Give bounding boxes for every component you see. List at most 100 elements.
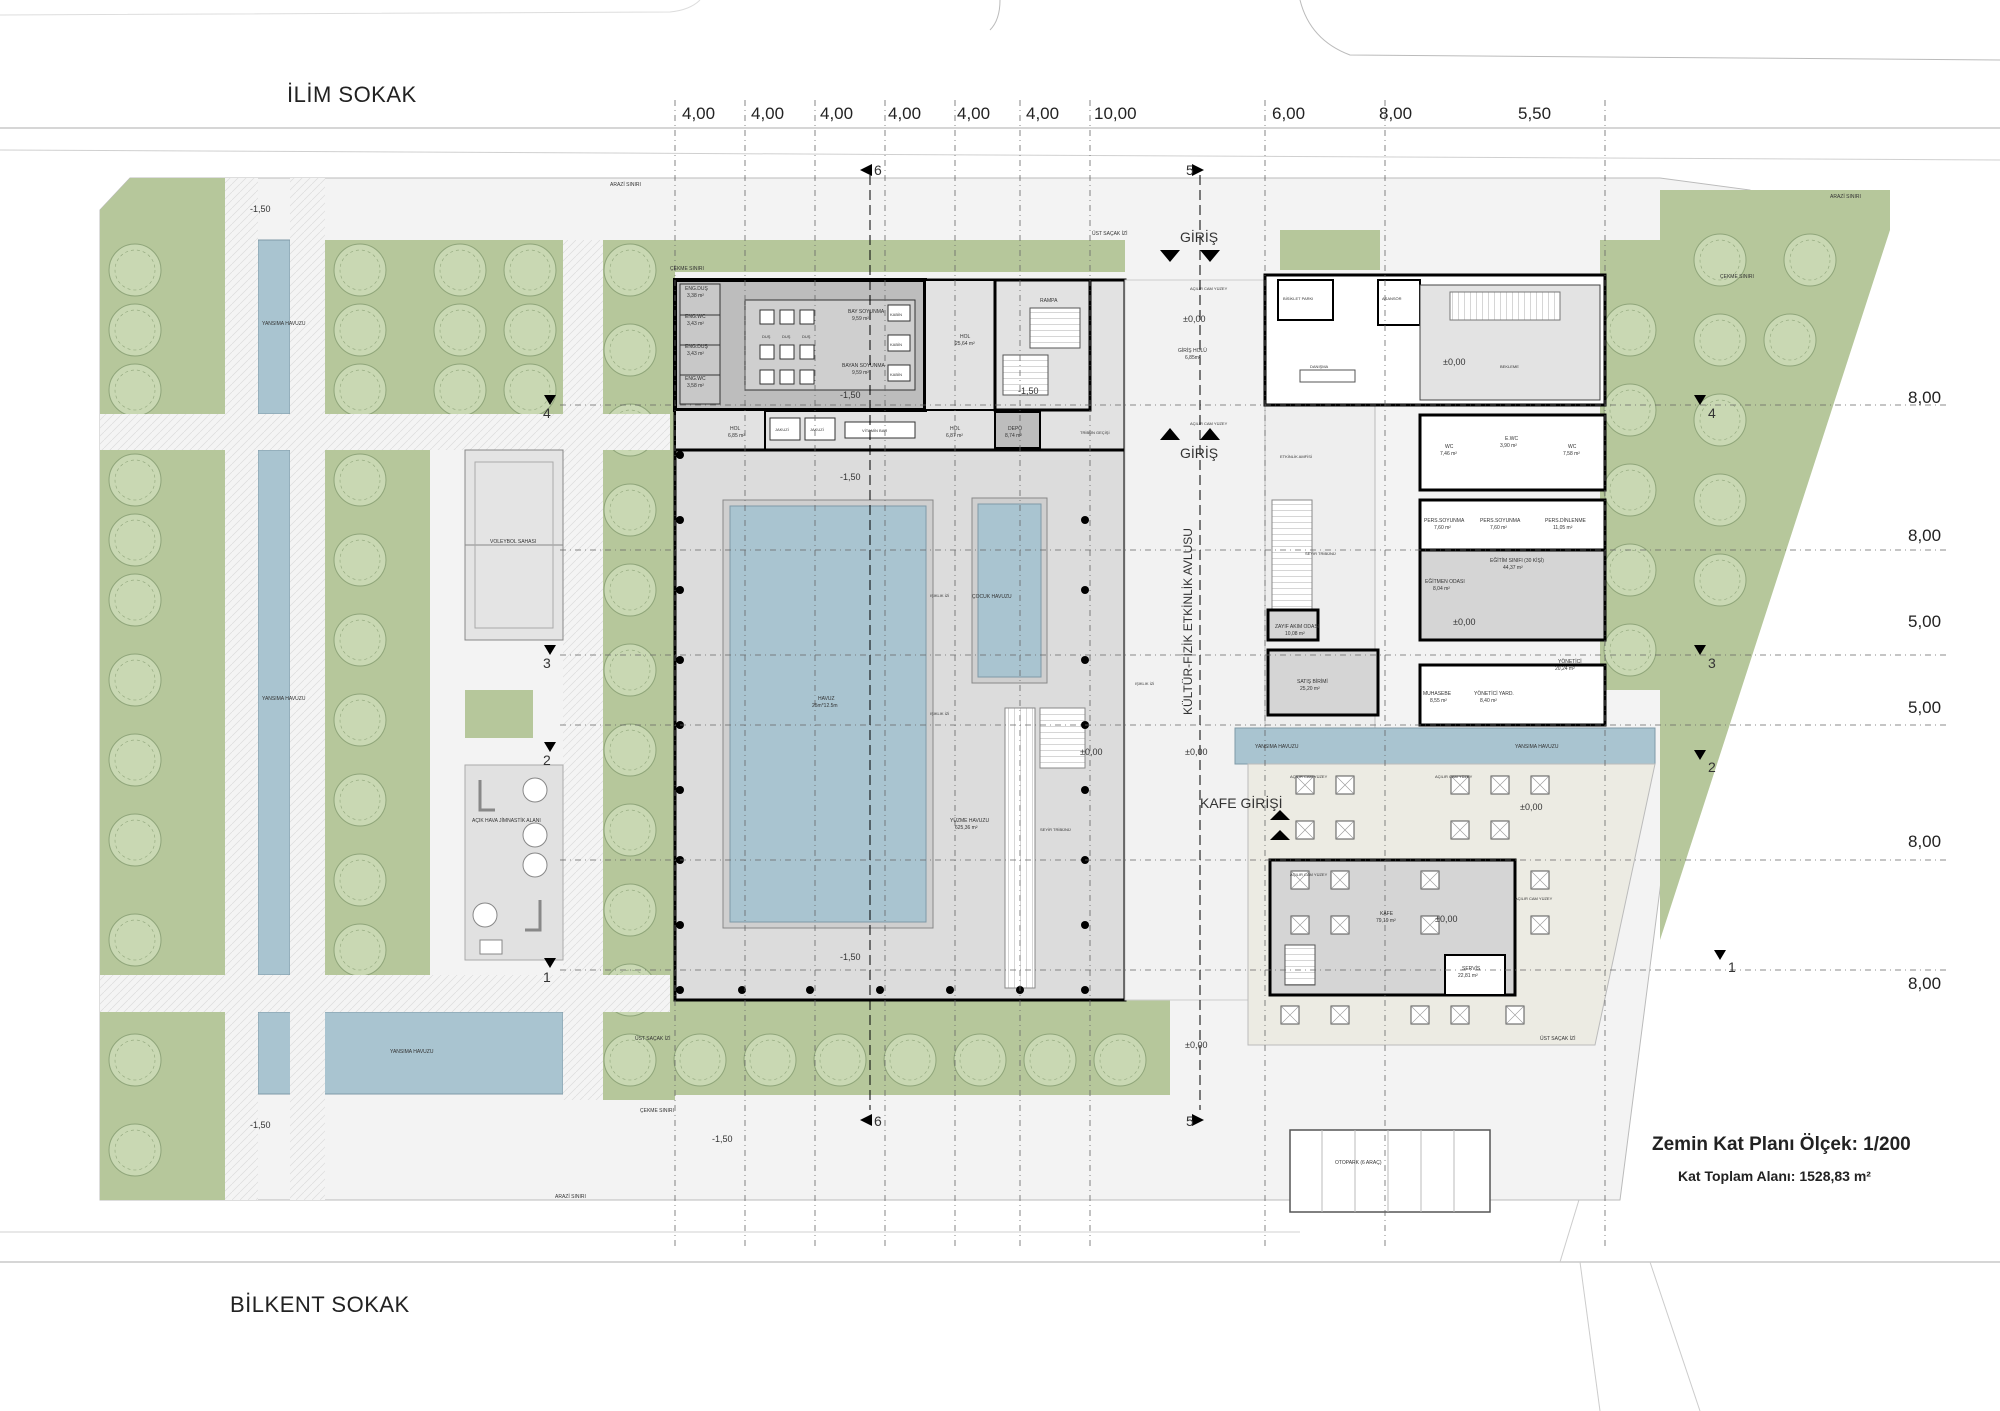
level-mark: -1,50 (840, 390, 861, 400)
level-mark: -1,50 (250, 1120, 271, 1130)
top-dimension: 8,00 (1379, 104, 1413, 123)
section-mark: 5 (1186, 162, 1194, 178)
level-mark: -1,50 (840, 952, 861, 962)
room-label: DUŞ (762, 334, 771, 339)
right-dimension: 8,00 (1908, 526, 1942, 545)
room-area: 3,90 m² (1500, 443, 1517, 449)
room-label: DEPO (1008, 426, 1022, 432)
level-mark: ±0,00 (1520, 802, 1542, 812)
room-label: BEKLEME (1500, 364, 1519, 369)
section-mark: 4 (1708, 405, 1716, 421)
room-label: YÖNETİCİ YARD. (1474, 690, 1514, 697)
room-area: 6,85 m² (728, 433, 745, 439)
room-label: AÇILIR CAM YÜZEY (1290, 872, 1328, 877)
room-label: HAVUZ (818, 696, 835, 702)
level-mark: -1,50 (712, 1134, 733, 1144)
room-area: 25,64 m² (955, 341, 975, 347)
room-area: 8,74 m² (1005, 433, 1022, 439)
entrance-label-mid: GİRİŞ (1180, 444, 1218, 461)
setback-label: ÇEKME SINIRI (640, 1108, 674, 1114)
room-area: 8,55 m² (1430, 698, 1447, 704)
level-mark: ±0,00 (1185, 747, 1207, 757)
room-label: KABİN (890, 372, 902, 377)
section-mark: 5 (1186, 1113, 1194, 1129)
room-label: ASANSÖR (1382, 296, 1402, 301)
room-area: 9,59 m² (852, 370, 869, 376)
right-dimension: 5,00 (1908, 698, 1942, 717)
room-label: AÇILIR CAM YÜZEY (1515, 896, 1553, 901)
cafe-entrance-label: KAFE GİRİŞİ (1200, 794, 1282, 811)
top-dimension: 4,00 (682, 104, 716, 123)
level-mark: -1,50 (840, 472, 861, 482)
section-mark: 2 (1708, 759, 1716, 775)
room-area: 20,24 m² (1555, 666, 1575, 672)
room-area: 3,43 m² (687, 351, 704, 357)
room-label: IŞIKLIK İZİ (930, 593, 949, 598)
room-label: ETKİNLİK AMFİSİ (1280, 454, 1312, 459)
room-label: RAMPA (1040, 298, 1058, 304)
plan-title: Zemin Kat Planı Ölçek: 1/200 (1652, 1134, 1911, 1155)
parking-label: OTOPARK (6 ARAÇ) (1335, 1160, 1382, 1166)
room-label: ENG.DUŞ (685, 286, 708, 292)
room-area: 8,40 m² (1480, 698, 1497, 704)
room-area: 7,60 m² (1490, 525, 1507, 531)
room-label: KAFE (1380, 911, 1394, 917)
room-label: TRİBÜN GEÇİŞİ (1080, 430, 1110, 435)
room-area: 6,85m² (1185, 355, 1201, 361)
room-label: VİTAMİN BAR (862, 428, 887, 433)
room-label: SEYİR TRİBÜNÜ (1040, 827, 1071, 832)
reflection-pool-label: YANSIMA HAVUZU (1515, 744, 1559, 750)
top-dimension: 10,00 (1094, 104, 1137, 123)
room-area: 3,58 m² (687, 383, 704, 389)
room-label: E.WC (1505, 436, 1518, 442)
eaves-label: ÜST SAÇAK İZİ (1092, 230, 1127, 237)
level-mark: -1,50 (250, 204, 271, 214)
room-label: GİRİŞ HOLÜ (1178, 347, 1207, 354)
reflection-pool-label: YANSIMA HAVUZU (262, 321, 306, 327)
room-label: PERS.DİNLENME (1545, 517, 1587, 524)
room-label: IŞIKLIK İZİ (1135, 681, 1154, 686)
level-mark: ±0,00 (1183, 314, 1205, 324)
room-label: ÇOCUK HAVUZU (972, 594, 1012, 600)
room-label: DANIŞMA (1310, 364, 1329, 369)
section-mark: 3 (543, 655, 551, 671)
room-label: ZAYIF AKIM ODASI (1275, 624, 1319, 630)
room-area: 11,05 m² (1553, 525, 1573, 531)
room-label: HOL (960, 334, 971, 340)
boundary-label: ARAZİ SINIRI (1830, 193, 1861, 200)
room-area: 8,04 m² (1433, 586, 1450, 592)
level-mark: ±0,00 (1435, 914, 1457, 924)
top-dimension: 4,00 (1026, 104, 1060, 123)
street-name-bottom: BİLKENT SOKAK (230, 1292, 410, 1317)
eaves-label: ÜST SAÇAK İZİ (635, 1035, 670, 1042)
room-area: 10,08 m² (1285, 631, 1305, 637)
room-label: BİSİKLET PARKI (1283, 296, 1313, 301)
room-label: IŞIKLIK İZİ (930, 711, 949, 716)
room-label: ENG.DUŞ (685, 344, 708, 350)
section-mark: 1 (543, 969, 551, 985)
room-label: SERVİS (1462, 965, 1481, 972)
eaves-label: ÜST SAÇAK İZİ (1540, 1035, 1575, 1042)
room-area: 25,20 m² (1300, 686, 1320, 692)
level-mark: ±0,00 (1443, 357, 1465, 367)
volleyball-label: VOLEYBOL SAHASI (490, 539, 536, 545)
room-area: 22,81 m² (1458, 973, 1478, 979)
top-dimension: 4,00 (820, 104, 854, 123)
room-label: WC (1445, 444, 1454, 450)
room-label: KABİN (890, 312, 902, 317)
room-area: 44,37 m² (1503, 565, 1523, 571)
reflection-pool-label: YANSIMA HAVUZU (1255, 744, 1299, 750)
room-area: 3,43 m² (687, 321, 704, 327)
room-area: 7,60 m² (1434, 525, 1451, 531)
right-dimension: 5,00 (1908, 612, 1942, 631)
room-area: 25m*12.5m (812, 703, 838, 709)
section-mark: 3 (1708, 655, 1716, 671)
room-label: ENG.WC (685, 314, 706, 320)
room-area: 9,59 m² (852, 316, 869, 322)
room-label: SATIŞ BİRİMİ (1297, 678, 1328, 685)
gym-label: AÇIK HAVA JİMNASTİK ALANI (472, 817, 541, 824)
room-area: 6,87 m² (946, 433, 963, 439)
setback-label: ÇEKME SINIRI (1720, 274, 1754, 280)
room-label: SEYİR TRİBÜNÜ (1305, 551, 1336, 556)
